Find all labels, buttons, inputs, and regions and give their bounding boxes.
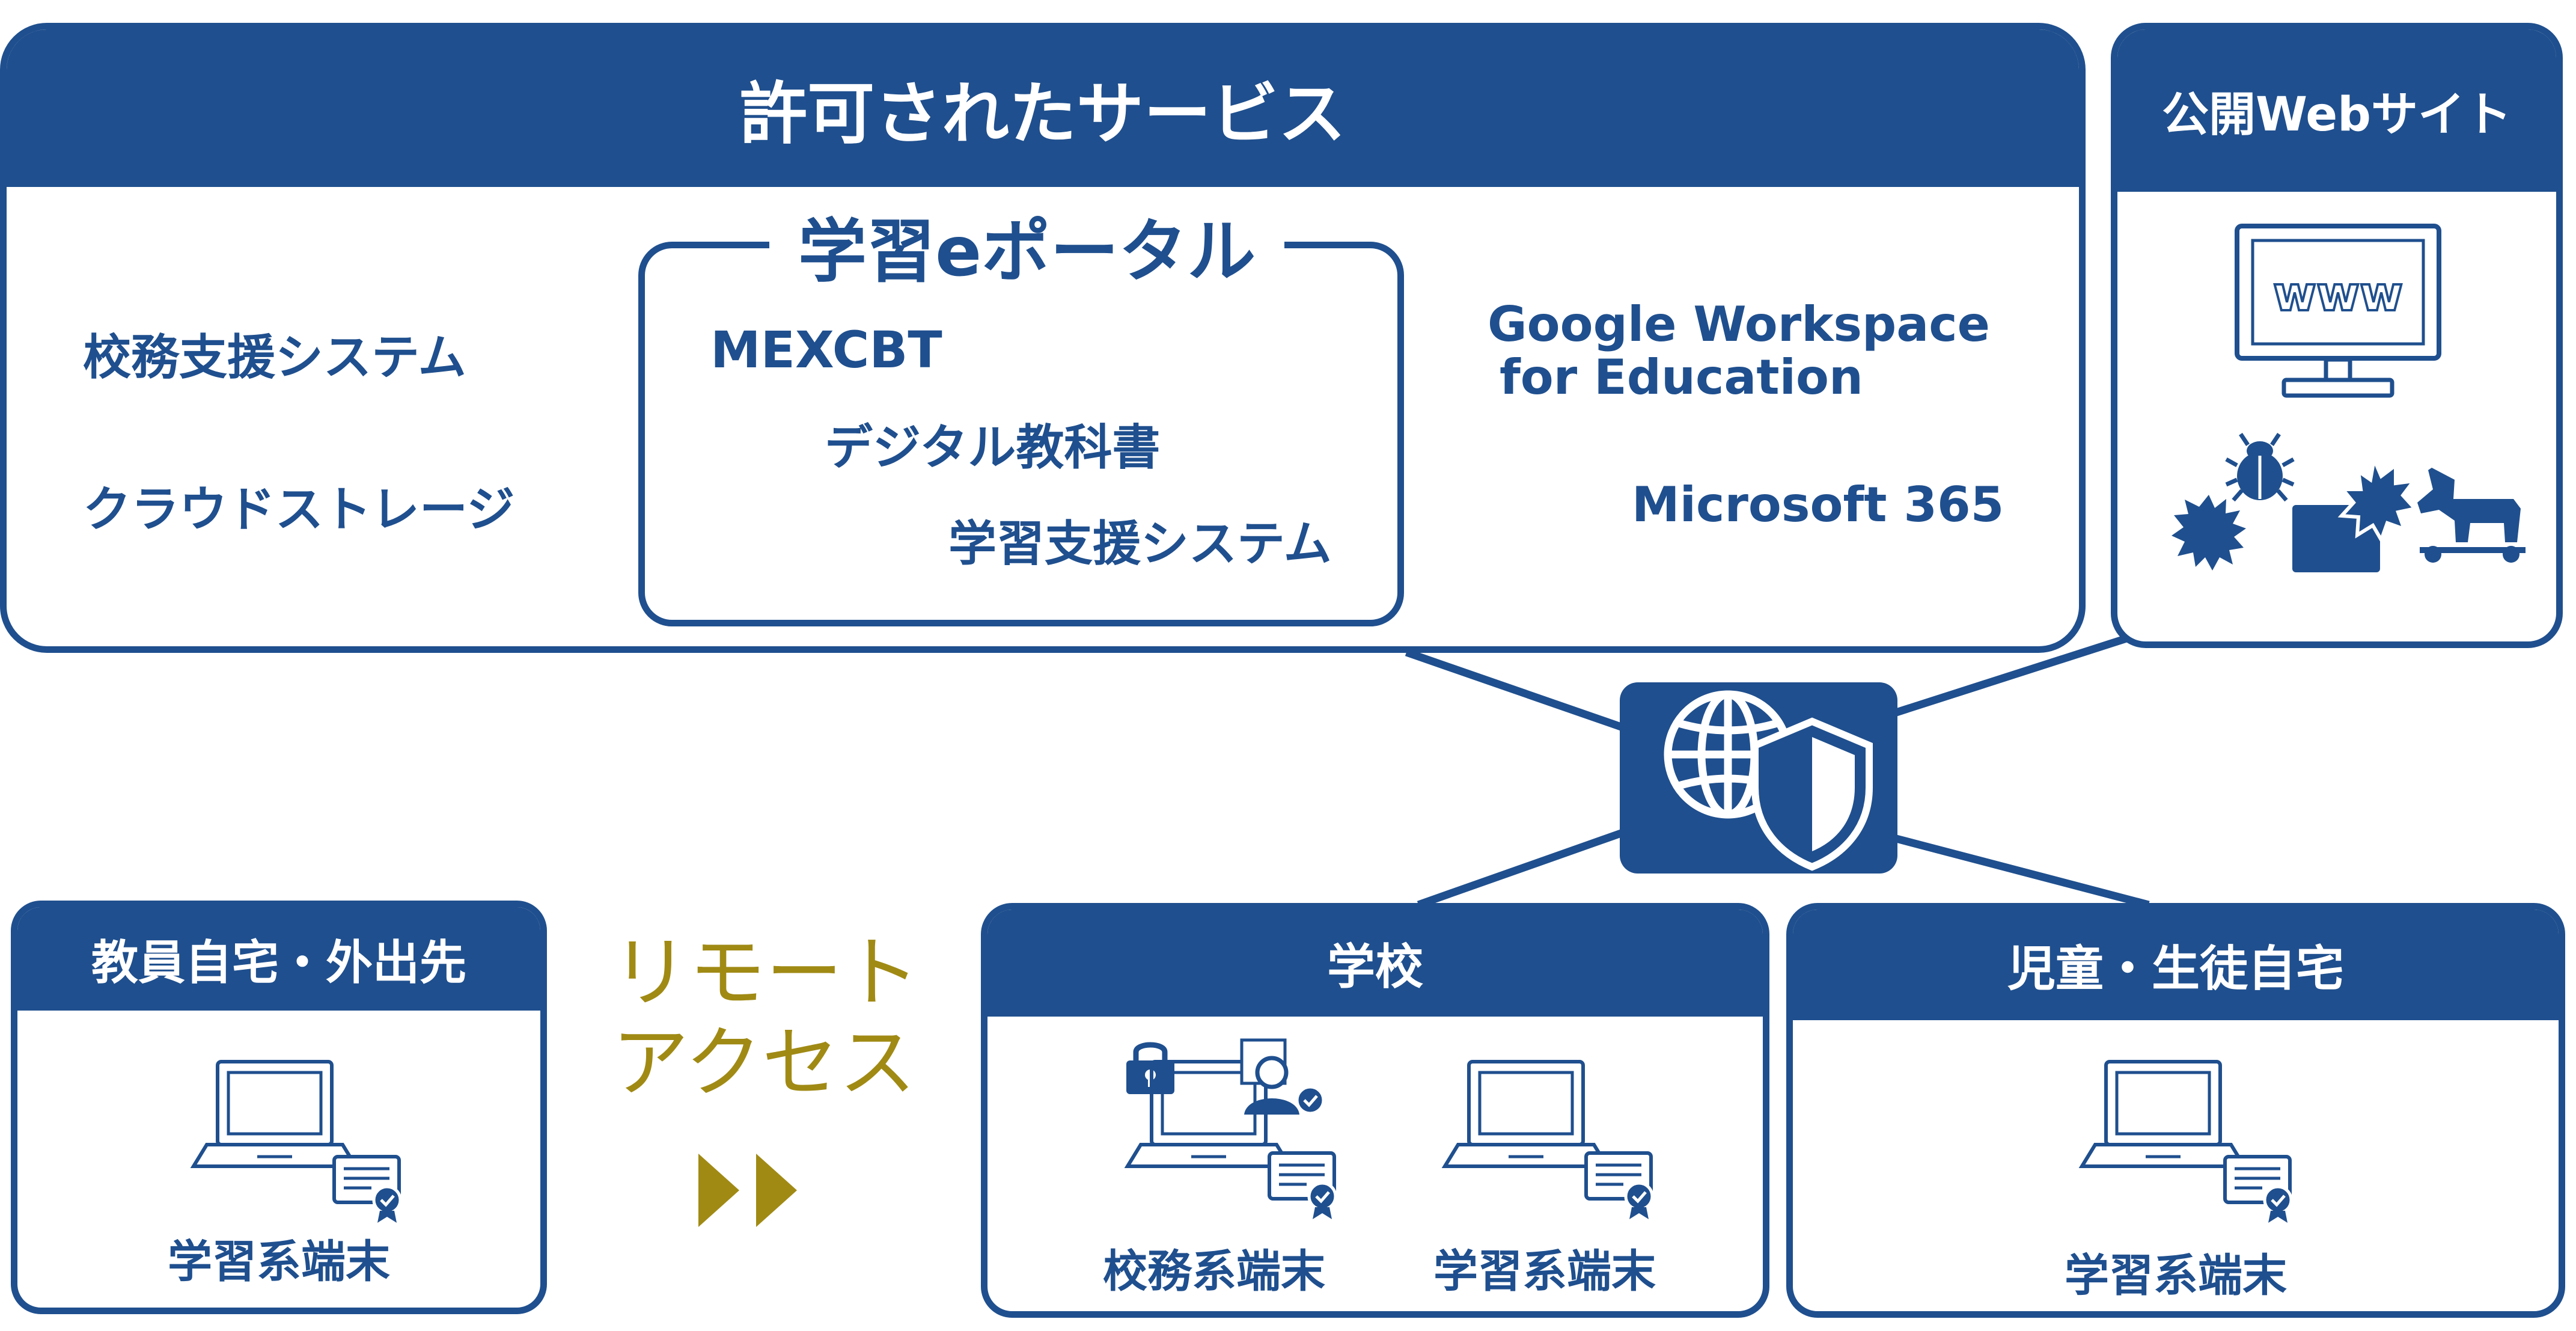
school-admin-device-label: 校務系端末 — [1103, 1246, 1325, 1297]
portal-item-learning-support: 学習支援システム — [948, 516, 1332, 572]
teacher-home-panel: 教員自宅・外出先 — [11, 901, 547, 1314]
portal-item-digital-textbook: デジタル教科書 — [825, 420, 1161, 476]
student-home-title: 児童・生徒自宅 — [1793, 910, 2559, 1020]
school-learning-device-label: 学習系端末 — [1433, 1246, 1656, 1297]
monitor-icon: www — [2235, 224, 2441, 398]
permitted-services-title: 許可されたサービス — [7, 29, 2079, 187]
connector-public-web — [1895, 630, 2141, 717]
teacher-home-title: 教員自宅・外出先 — [17, 907, 540, 1011]
school-panel: 学校 — [981, 903, 1769, 1318]
connector-school — [1417, 828, 1625, 909]
learning-portal-title: 学習eポータル — [769, 218, 1285, 286]
laptop-icon — [190, 1060, 359, 1168]
folder-icon — [2292, 453, 2419, 572]
connector-services — [1405, 648, 1625, 732]
remote-access-line1: リモート — [612, 928, 920, 1018]
globe-icon — [1664, 690, 1792, 819]
play-arrow-icon — [698, 1154, 797, 1227]
laptop-icon — [1441, 1060, 1611, 1168]
teacher-home-device-label: 学習系端末 — [168, 1236, 390, 1288]
service-cloud-storage: クラウドストレージ — [83, 482, 515, 537]
service-google-workspace: Google Workspace — [1488, 296, 1990, 352]
shield-icon — [1751, 717, 1873, 871]
student-home-panel: 児童・生徒自宅 — [1786, 903, 2565, 1318]
laptop-icon — [2078, 1060, 2248, 1168]
certificate-icon — [2223, 1155, 2293, 1223]
monitor-www-text: www — [2273, 268, 2403, 322]
service-microsoft-365: Microsoft 365 — [1632, 477, 2004, 533]
service-google-education: for Education — [1500, 349, 1863, 405]
public-website-title: 公開Webサイト — [2117, 29, 2556, 192]
virus-icon — [2172, 495, 2246, 571]
school-title: 学校 — [987, 910, 1763, 1017]
certificate-icon — [1268, 1151, 1337, 1219]
bug-icon — [2225, 433, 2295, 502]
remote-access-line2: アクセス — [612, 1018, 916, 1108]
student-home-device-label: 学習系端末 — [2065, 1250, 2287, 1302]
permitted-services-panel: 許可されたサービス — [0, 23, 2086, 653]
user-verified-icon — [1240, 1038, 1325, 1115]
certificate-icon — [1584, 1151, 1654, 1219]
trojan-horse-icon — [2417, 468, 2526, 563]
portal-item-mexcbt: MEXCBT — [710, 320, 942, 379]
connector-student-home — [1895, 834, 2150, 909]
service-school-affairs: 校務支援システム — [83, 329, 466, 385]
certificate-icon — [332, 1155, 402, 1223]
